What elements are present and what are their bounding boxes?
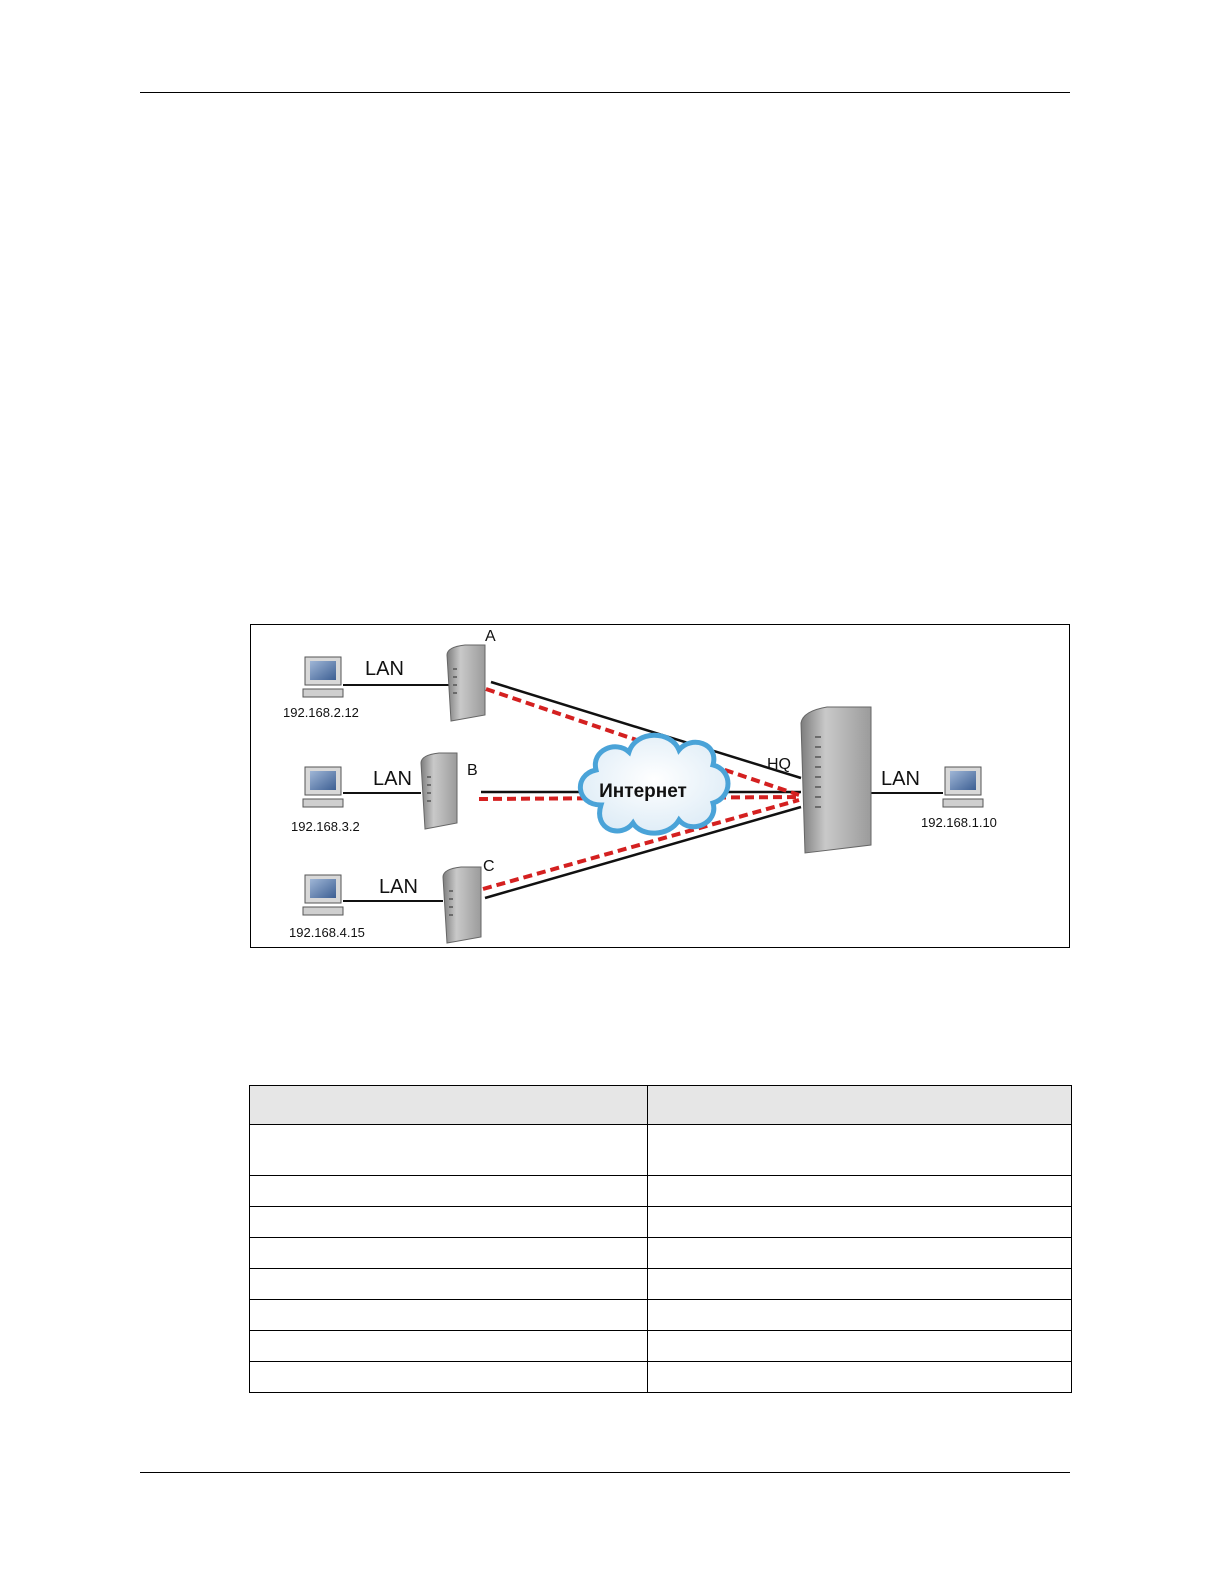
table-cell xyxy=(648,1207,1072,1238)
table-header-cell xyxy=(250,1086,648,1125)
table-row xyxy=(250,1207,1072,1238)
settings-table xyxy=(249,1085,1072,1393)
table-row xyxy=(250,1331,1072,1362)
table-cell xyxy=(250,1125,648,1176)
vpn-network-diagram: Интернет xyxy=(250,624,1070,948)
lan-c-label: LAN xyxy=(379,876,418,898)
table-cell xyxy=(648,1269,1072,1300)
site-c-label: C xyxy=(483,858,495,875)
table-cell xyxy=(648,1362,1072,1393)
table-row xyxy=(250,1362,1072,1393)
table-row xyxy=(250,1300,1072,1331)
internet-cloud-icon: Интернет xyxy=(580,735,728,833)
ip-b-label: 192.168.3.2 xyxy=(291,819,360,834)
table-cell xyxy=(648,1331,1072,1362)
site-a-label: A xyxy=(485,628,496,645)
lan-b-label: LAN xyxy=(373,768,412,790)
table-cell xyxy=(250,1176,648,1207)
table-cell xyxy=(250,1362,648,1393)
pc-c-icon xyxy=(303,875,343,915)
ip-c-label: 192.168.4.15 xyxy=(289,925,365,940)
table-cell xyxy=(250,1331,648,1362)
lan-hq-label: LAN xyxy=(881,768,920,790)
pc-b-icon xyxy=(303,767,343,807)
table-cell xyxy=(648,1238,1072,1269)
ip-hq-label: 192.168.1.10 xyxy=(921,815,997,830)
table-cell xyxy=(648,1300,1072,1331)
router-a-icon xyxy=(447,645,485,721)
router-hq-icon xyxy=(801,707,871,853)
table-header-row xyxy=(250,1086,1072,1125)
table-row xyxy=(250,1269,1072,1300)
router-c-icon xyxy=(443,867,481,943)
footer-rule xyxy=(140,1472,1070,1473)
table-row xyxy=(250,1176,1072,1207)
router-b-icon xyxy=(421,753,457,829)
lan-a-label: LAN xyxy=(365,658,404,680)
table-cell xyxy=(250,1207,648,1238)
ip-a-label: 192.168.2.12 xyxy=(283,705,359,720)
site-b-label: B xyxy=(467,762,478,779)
table-header-cell xyxy=(648,1086,1072,1125)
hq-label: HQ xyxy=(767,756,791,773)
table-cell xyxy=(250,1238,648,1269)
pc-a-icon xyxy=(303,657,343,697)
header-rule xyxy=(140,92,1070,93)
table-cell xyxy=(648,1176,1072,1207)
table-row xyxy=(250,1125,1072,1176)
table-row xyxy=(250,1238,1072,1269)
table-cell xyxy=(250,1300,648,1331)
pc-hq-icon xyxy=(943,767,983,807)
cloud-label: Интернет xyxy=(599,781,687,802)
table-cell xyxy=(648,1125,1072,1176)
table-cell xyxy=(250,1269,648,1300)
